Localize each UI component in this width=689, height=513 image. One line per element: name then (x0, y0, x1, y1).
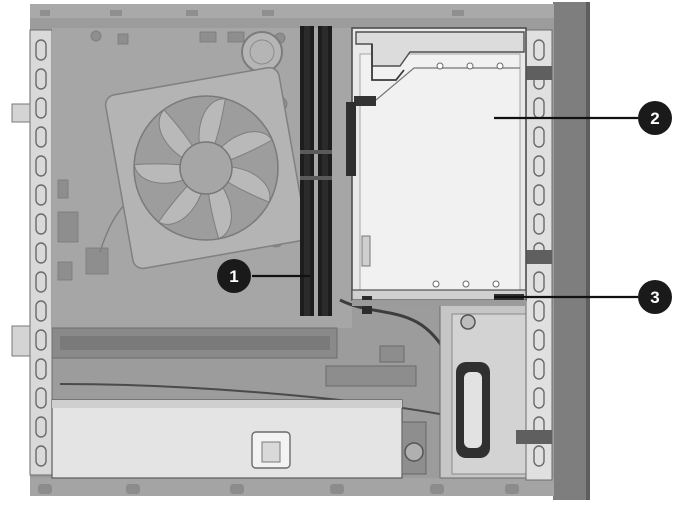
rear-frame-slots (35, 39, 47, 467)
callout-3-number: 3 (650, 288, 659, 307)
callout-1: 1 (217, 259, 251, 293)
cage-side-rail (346, 102, 356, 176)
board-small-connector (379, 345, 405, 363)
hdd-bracket-inner (464, 372, 482, 448)
psu-connector-round (404, 442, 424, 462)
frame-slot (35, 416, 47, 438)
frame-slot (533, 155, 545, 177)
rear-io-tab-1 (11, 103, 31, 123)
chassis-bottom-strip (30, 478, 554, 496)
frame-slot (35, 97, 47, 119)
frame-slot (35, 271, 47, 293)
frame-slot (533, 126, 545, 148)
frame-slot (35, 68, 47, 90)
top-tabs (40, 10, 464, 16)
frame-slot (35, 445, 47, 467)
cage-diagonal-edge (375, 67, 520, 101)
callout-3-circle (638, 280, 672, 314)
frame-slot (35, 213, 47, 235)
cage-inner-panel (359, 53, 521, 291)
release-tab (494, 294, 524, 304)
cmos-battery (241, 31, 283, 73)
memory-latch-2 (322, 26, 328, 316)
drive-cage-release (352, 294, 526, 314)
frame-slot (533, 213, 545, 235)
frame-slot (533, 271, 545, 293)
chassis-top-lip (30, 4, 554, 18)
frame-slot (35, 184, 47, 206)
frame-slot (533, 184, 545, 206)
cage-top-bracket (355, 31, 525, 67)
cmos-battery-inner (249, 39, 275, 65)
side-panel-edge (586, 2, 590, 500)
frame-slot (35, 358, 47, 380)
frame-slot (35, 126, 47, 148)
frame-slot (533, 358, 545, 380)
callout-2-number: 2 (650, 109, 659, 128)
callout-2: 2 (638, 101, 672, 135)
power-supply (51, 399, 403, 479)
cpu-fan-hub (179, 141, 233, 195)
optical-drive-cage (346, 27, 527, 301)
callout-2-circle (638, 101, 672, 135)
rear-io-tab-2 (11, 325, 31, 357)
memory-modules (300, 26, 332, 316)
cage-latch-clip (371, 44, 405, 81)
frame-slot (35, 39, 47, 61)
power-supply-handle-hole (261, 441, 281, 463)
frame-slot (35, 155, 47, 177)
board-connector-strip (325, 365, 417, 387)
frame-slot (533, 39, 545, 61)
frame-slot (35, 329, 47, 351)
frame-slot (35, 387, 47, 409)
cage-front-tab (361, 235, 371, 267)
leader-lines (252, 116, 638, 299)
callout-3: 3 (638, 280, 672, 314)
memory-latch-1 (304, 26, 310, 316)
frame-slot (533, 387, 545, 409)
cage-latch-dark (354, 96, 376, 106)
bottom-foot-tabs (38, 484, 519, 494)
frame-slot (533, 445, 545, 467)
frame-slot (533, 329, 545, 351)
frame-slot (35, 242, 47, 264)
cage-holes (432, 62, 504, 288)
bay-screw-1 (460, 314, 476, 330)
expansion-slot-inner (60, 336, 330, 350)
callout-1-number: 1 (229, 267, 238, 286)
side-panel (553, 2, 589, 500)
callout-1-circle (217, 259, 251, 293)
cable-3 (59, 383, 471, 421)
release-rail (352, 300, 526, 306)
power-supply-top-edge (52, 400, 402, 408)
frame-slot (533, 300, 545, 322)
frame-slot (35, 300, 47, 322)
